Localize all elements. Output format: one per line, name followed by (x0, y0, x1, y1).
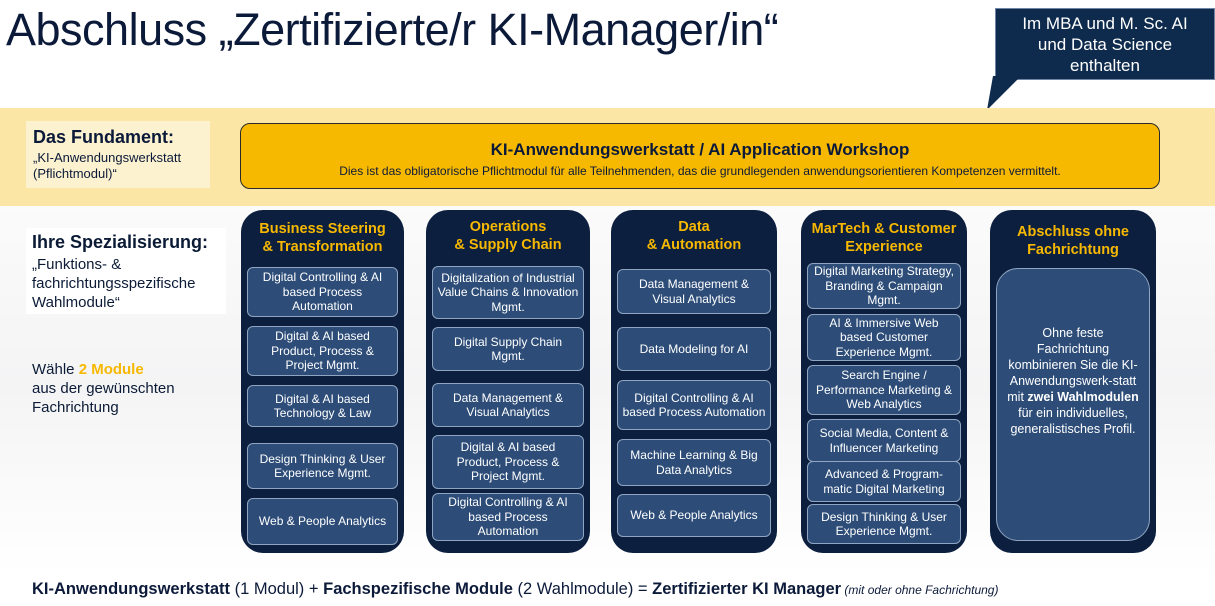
column-heading-line: Experience (845, 239, 923, 255)
column-heading-line: & Automation (646, 237, 742, 253)
choose-line: aus der gewünschten (32, 380, 175, 397)
column-heading-line: Business Steering (259, 221, 386, 237)
column-heading: Abschluss ohne Fachrichtung (990, 223, 1156, 259)
general-text: für ein individuelles, generalistisches … (1010, 406, 1136, 436)
callout-line: Im MBA und M. Sc. AI (1022, 14, 1188, 33)
choose-prefix: Wähle (32, 361, 79, 378)
specialization-title: Ihre Spezialisierung: (32, 232, 209, 252)
module-item: Web & People Analytics (617, 494, 771, 537)
column-heading-line: Fachrichtung (1027, 242, 1119, 258)
module-item: Design Thinking & User Experience Mgmt. (807, 504, 961, 544)
general-profile-box: Ohne feste Fachrichtung kombinieren Sie … (996, 268, 1150, 541)
formula-workshop: KI-Anwendungswerkstatt (32, 580, 231, 598)
module-item: Advanced & Program-matic Digital Marketi… (807, 461, 961, 502)
module-item: Digitalization of Industrial Value Chain… (432, 266, 584, 319)
column-heading-line: & Supply Chain (454, 237, 562, 253)
workshop-box: KI-Anwendungswerkstatt / AI Application … (240, 123, 1160, 189)
module-item: Data Modeling for AI (617, 327, 771, 371)
column-heading-line: Abschluss ohne (1017, 224, 1129, 240)
foundation-label: Das Fundament: „KI-Anwendungswerkstatt (… (26, 121, 210, 188)
page-title: Abschluss „Zertifizierte/r KI-Manager/in… (6, 4, 779, 55)
column-heading-line: & Transformation (262, 239, 383, 255)
module-item: Digital Controlling & AI based Process A… (247, 267, 398, 317)
column-heading-line: Operations (469, 219, 547, 235)
specialization-line: „Funktions- & (32, 256, 122, 273)
module-item: Social Media, Content & Influencer Marke… (807, 419, 961, 462)
module-item: Data Management & Visual Analytics (432, 383, 584, 427)
foundation-title: Das Fundament: (33, 127, 175, 147)
choose-instruction: Wähle 2 Module aus der gewünschten Fachr… (32, 360, 222, 417)
module-item: Design Thinking & User Experience Mgmt. (247, 443, 398, 489)
module-item: Digital Supply Chain Mgmt. (432, 327, 584, 371)
module-item: Digital & AI based Technology & Law (247, 385, 398, 427)
module-item: Digital & AI based Product, Process & Pr… (247, 326, 398, 376)
callout-line: und Data Science (1037, 35, 1173, 54)
module-item: AI & Immersive Web based Customer Experi… (807, 314, 961, 361)
module-item: Machine Learning & Big Data Analytics (617, 439, 771, 486)
formula-text: (2 Wahlmodule) = (512, 580, 653, 598)
formula-note: (mit oder ohne Fachrichtung) (841, 583, 999, 597)
specialization-subtitle: „Funktions- & fachrichtungsspezifische W… (32, 255, 220, 312)
callout-line: enthalten (1070, 56, 1140, 75)
formula-text: (1 Modul) + (230, 580, 324, 598)
formula-modules: Fachspezifische Module (323, 580, 513, 598)
choose-line: Fachrichtung (32, 399, 119, 416)
module-item: Digital Controlling & AI based Process A… (617, 380, 771, 430)
specialization-line: fachrichtungsspezifische (32, 275, 196, 292)
column-heading: Business Steering & Transformation (241, 220, 404, 256)
callout-box: Im MBA und M. Sc. AI und Data Science en… (995, 8, 1215, 80)
workshop-subtitle: Dies ist das obligatorische Pflichtmodul… (339, 164, 1061, 178)
module-item: Data Management & Visual Analytics (617, 269, 771, 314)
foundation-line: (Pflichtmodul)“ (33, 166, 117, 181)
formula-result: Zertifizierter KI Manager (652, 580, 842, 598)
column-heading: Operations & Supply Chain (426, 218, 590, 254)
general-text: Ohne feste Fachrichtung kombinieren Sie … (1007, 326, 1138, 404)
column-general: Abschluss ohne Fachrichtung Ohne feste F… (990, 210, 1156, 553)
module-item: Digital & AI based Product, Process & Pr… (432, 435, 584, 489)
certificate-formula: KI-Anwendungswerkstatt (1 Modul) + Fachs… (32, 580, 998, 599)
column-heading: Data & Automation (611, 218, 777, 254)
module-item: Search Engine / Performance Marketing & … (807, 365, 961, 415)
choose-highlight: 2 Module (78, 361, 144, 378)
callout-pointer (987, 76, 1021, 110)
foundation-line: „KI-Anwendungswerkstatt (33, 150, 182, 165)
specialization-label: Ihre Spezialisierung: „Funktions- & fach… (26, 228, 226, 314)
column-heading-line: MarTech & Customer (811, 221, 957, 237)
module-item: Digital Controlling & AI based Process A… (432, 493, 584, 541)
module-item: Web & People Analytics (247, 498, 398, 545)
column-heading-line: Data (678, 219, 710, 235)
workshop-title: KI-Anwendungswerkstatt / AI Application … (490, 140, 910, 159)
foundation-subtitle: „KI-Anwendungswerkstatt (Pflichtmodul)“ (33, 150, 203, 182)
general-text-bold: zwei Wahlmodulen (1027, 390, 1139, 404)
specialization-line: Wahlmodule“ (32, 294, 120, 311)
module-item: Digital Marketing Strategy, Branding & C… (807, 263, 961, 309)
